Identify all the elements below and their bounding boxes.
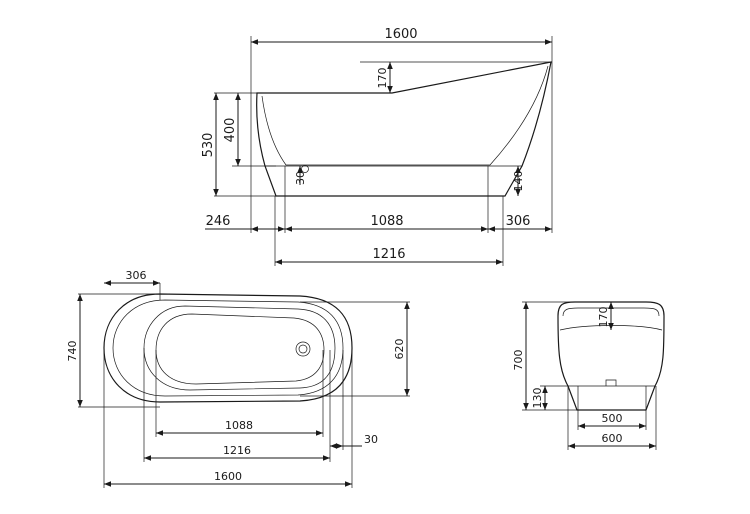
plan-rim-offset-label: 30 — [364, 433, 378, 446]
plan-drain-outer — [295, 341, 311, 357]
plan-outer-outline — [103, 293, 353, 403]
plan-basin-inner — [155, 313, 325, 385]
side-rim-rise-label: 170 — [376, 68, 389, 89]
end-inner-floor-width-label: 500 — [602, 412, 623, 425]
side-base-length-label: 1216 — [372, 247, 405, 262]
plan-basin-outer — [143, 305, 336, 391]
side-inner-floor-length-label: 1088 — [370, 214, 403, 229]
end-total-height-label: 700 — [512, 350, 525, 371]
end-rim-rise-label: 170 — [597, 307, 610, 328]
end-overall-width-label: 600 — [602, 432, 623, 445]
plan-view: 306 740 620 1088 30 1216 1600 — [66, 269, 410, 488]
side-view: 1600 170 530 400 30 140 246 1088 306 121… — [201, 27, 553, 266]
end-base-height-label: 130 — [531, 388, 544, 409]
side-total-height-label: 530 — [201, 133, 216, 158]
plan-overall-length-label: 1600 — [214, 470, 242, 483]
side-view-inner-wall — [261, 65, 549, 166]
plan-base-length-label: 1216 — [223, 444, 251, 457]
plan-inner-width-label: 620 — [393, 339, 406, 360]
side-floor-thickness-label: 30 — [294, 171, 307, 185]
side-view-tub-outline — [256, 61, 552, 197]
end-view-drain — [605, 379, 617, 386]
plan-inner-floor-length-label: 1088 — [225, 419, 253, 432]
plan-offset-top-label: 306 — [126, 269, 147, 282]
side-tub-depth-label: 400 — [223, 118, 238, 143]
plan-drain-inner — [298, 344, 308, 354]
side-right-offset-label: 306 — [506, 214, 531, 229]
end-view: 170 700 130 500 600 — [512, 301, 665, 450]
plan-rim-inner — [112, 299, 344, 397]
plan-overall-width-label: 740 — [66, 341, 79, 362]
side-overall-length-label: 1600 — [384, 27, 417, 42]
side-left-offset-label: 246 — [206, 214, 231, 229]
side-base-height-label: 140 — [512, 171, 525, 192]
